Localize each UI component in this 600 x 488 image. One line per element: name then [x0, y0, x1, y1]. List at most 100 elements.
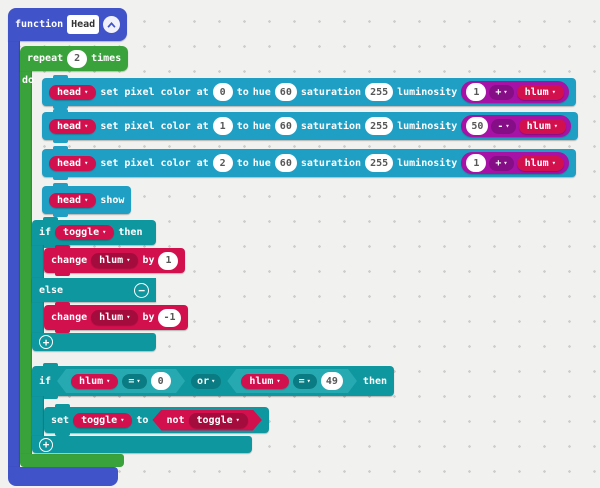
dropdown-arrow-icon: ▾ — [102, 228, 107, 236]
variable-dropdown[interactable]: toggle▾ — [189, 413, 248, 428]
set-keyword-label: set — [51, 414, 70, 426]
repeat-keyword-label: repeat — [27, 53, 64, 64]
variable-dropdown[interactable]: hlum▾ — [518, 118, 566, 134]
operator-dropdown[interactable]: +▾ — [489, 155, 514, 171]
add-branch-button[interactable]: + — [39, 437, 53, 452]
variable-dropdown[interactable]: hlum▾ — [91, 253, 139, 268]
else-row[interactable]: else − — [32, 278, 156, 302]
expression-left-input[interactable]: 50 — [466, 117, 489, 135]
comparison-operator-dropdown[interactable]: =▾ — [122, 374, 146, 389]
strip-variable-dropdown[interactable]: head▾ — [49, 155, 97, 171]
repeat-block-header[interactable]: repeat 2 times — [20, 46, 129, 71]
function-block-header[interactable]: function — [8, 8, 128, 41]
dropdown-arrow-icon: ▾ — [126, 256, 131, 264]
saturation-label: saturation — [300, 86, 362, 98]
set-pixel-color-block[interactable]: head▾ set pixel color at 2 to hue 60 sat… — [42, 146, 576, 180]
by-label: by — [142, 255, 155, 266]
dropdown-arrow-icon: ▾ — [136, 376, 141, 385]
repeat-do-label: do — [22, 75, 35, 86]
function-block-left-edge — [8, 41, 20, 467]
dropdown-arrow-icon: ▾ — [551, 158, 556, 167]
variable-dropdown[interactable]: hlum▾ — [516, 155, 564, 171]
operator-dropdown[interactable]: +▾ — [489, 84, 514, 100]
hue-input[interactable]: 60 — [274, 117, 297, 135]
comparison-operator-dropdown[interactable]: =▾ — [293, 374, 317, 389]
repeat-block-left-edge — [20, 71, 32, 454]
function-keyword-label: function — [15, 19, 64, 30]
if-keyword-label: if — [39, 227, 52, 238]
set-pixel-color-block[interactable]: head▾ set pixel color at 0 to hue 60 sat… — [42, 75, 576, 109]
not-block[interactable]: not toggle▾ — [152, 410, 261, 431]
strip-show-block[interactable]: head▾ show — [42, 183, 132, 217]
add-branch-button[interactable]: + — [39, 335, 53, 349]
variable-dropdown[interactable]: hlum▾ — [91, 310, 139, 325]
strip-variable-dropdown[interactable]: head▾ — [49, 84, 97, 100]
expression-left-input[interactable]: 1 — [466, 154, 487, 172]
if-block-bottom-row: + — [32, 436, 252, 453]
pixel-index-input[interactable]: 2 — [212, 154, 233, 172]
if-block-left-edge — [32, 302, 44, 333]
change-variable-block[interactable]: change hlum▾ by -1 — [44, 302, 188, 333]
change-value-input[interactable]: 1 — [158, 251, 179, 270]
set-pixel-color-block[interactable]: head▾ set pixel color at 1 to hue 60 sat… — [42, 109, 578, 143]
variable-dropdown[interactable]: hlum▾ — [71, 374, 118, 389]
comparison-block[interactable]: hlum▾ =▾ 49 — [227, 369, 357, 393]
remove-else-button[interactable]: − — [134, 282, 149, 298]
dropdown-arrow-icon: ▾ — [503, 158, 508, 167]
condition-variable-dropdown[interactable]: toggle▾ — [55, 225, 115, 240]
dropdown-arrow-icon: ▾ — [551, 87, 556, 96]
repeat-count-input[interactable]: 2 — [67, 49, 88, 68]
if-block-header[interactable]: if hlum▾ =▾ 0 or▾ hlum▾ =▾ 49 then — [32, 363, 395, 399]
if-else-block-header[interactable]: if toggle▾ then — [32, 217, 156, 248]
dropdown-arrow-icon: ▾ — [84, 195, 89, 204]
to-label: to — [136, 414, 149, 426]
collapse-button[interactable] — [103, 16, 121, 33]
hue-input[interactable]: 60 — [274, 83, 297, 101]
saturation-input[interactable]: 255 — [365, 117, 394, 135]
change-variable-block[interactable]: change hlum▾ by 1 — [44, 245, 186, 276]
dropdown-arrow-icon: ▾ — [553, 121, 558, 130]
math-expression-block[interactable]: 1 +▾ hlum▾ — [461, 81, 569, 103]
plus-icon: + — [42, 438, 50, 451]
change-keyword-label: change — [51, 255, 88, 266]
math-expression-block[interactable]: 50 -▾ hlum▾ — [461, 115, 571, 137]
hue-input[interactable]: 60 — [274, 154, 297, 172]
not-keyword-label: not — [166, 414, 185, 426]
comparison-block[interactable]: hlum▾ =▾ 0 — [57, 369, 185, 393]
to-label: to — [236, 120, 249, 132]
pixel-index-input[interactable]: 1 — [212, 117, 233, 135]
by-label: by — [142, 312, 155, 323]
luminosity-label: luminosity — [397, 120, 458, 132]
if-block-left-edge — [32, 245, 44, 278]
strip-variable-dropdown[interactable]: head▾ — [49, 192, 97, 208]
operator-dropdown[interactable]: -▾ — [491, 118, 516, 134]
dropdown-arrow-icon: ▾ — [84, 158, 89, 167]
saturation-label: saturation — [300, 120, 362, 132]
function-block-bottom-edge — [8, 467, 118, 486]
pixel-index-input[interactable]: 0 — [212, 83, 233, 101]
to-label: to — [236, 157, 249, 169]
saturation-label: saturation — [300, 157, 362, 169]
dropdown-arrow-icon: ▾ — [120, 415, 125, 424]
strip-variable-dropdown[interactable]: head▾ — [49, 118, 97, 134]
saturation-input[interactable]: 255 — [365, 83, 394, 101]
set-variable-block[interactable]: set toggle▾ to not toggle▾ — [44, 404, 269, 436]
saturation-input[interactable]: 255 — [365, 154, 394, 172]
comparison-value-input[interactable]: 49 — [321, 372, 343, 390]
then-keyword-label: then — [118, 227, 143, 238]
variable-dropdown[interactable]: hlum▾ — [516, 84, 564, 100]
dropdown-arrow-icon: ▾ — [84, 121, 89, 130]
expression-left-input[interactable]: 1 — [466, 83, 487, 101]
variable-dropdown[interactable]: hlum▾ — [241, 374, 288, 389]
math-expression-block[interactable]: 1 +▾ hlum▾ — [461, 152, 569, 174]
boolean-operator-dropdown[interactable]: or▾ — [191, 373, 222, 389]
set-pixel-label: set pixel color at — [100, 157, 209, 169]
change-value-input[interactable]: -1 — [158, 308, 181, 327]
function-name-input[interactable] — [67, 15, 100, 34]
hue-label: hue — [252, 86, 271, 98]
comparison-value-input[interactable]: 0 — [151, 372, 171, 390]
variable-dropdown[interactable]: toggle▾ — [73, 412, 133, 428]
luminosity-label: luminosity — [397, 157, 458, 169]
luminosity-label: luminosity — [397, 86, 458, 98]
repeat-block-bottom-edge — [20, 454, 124, 467]
